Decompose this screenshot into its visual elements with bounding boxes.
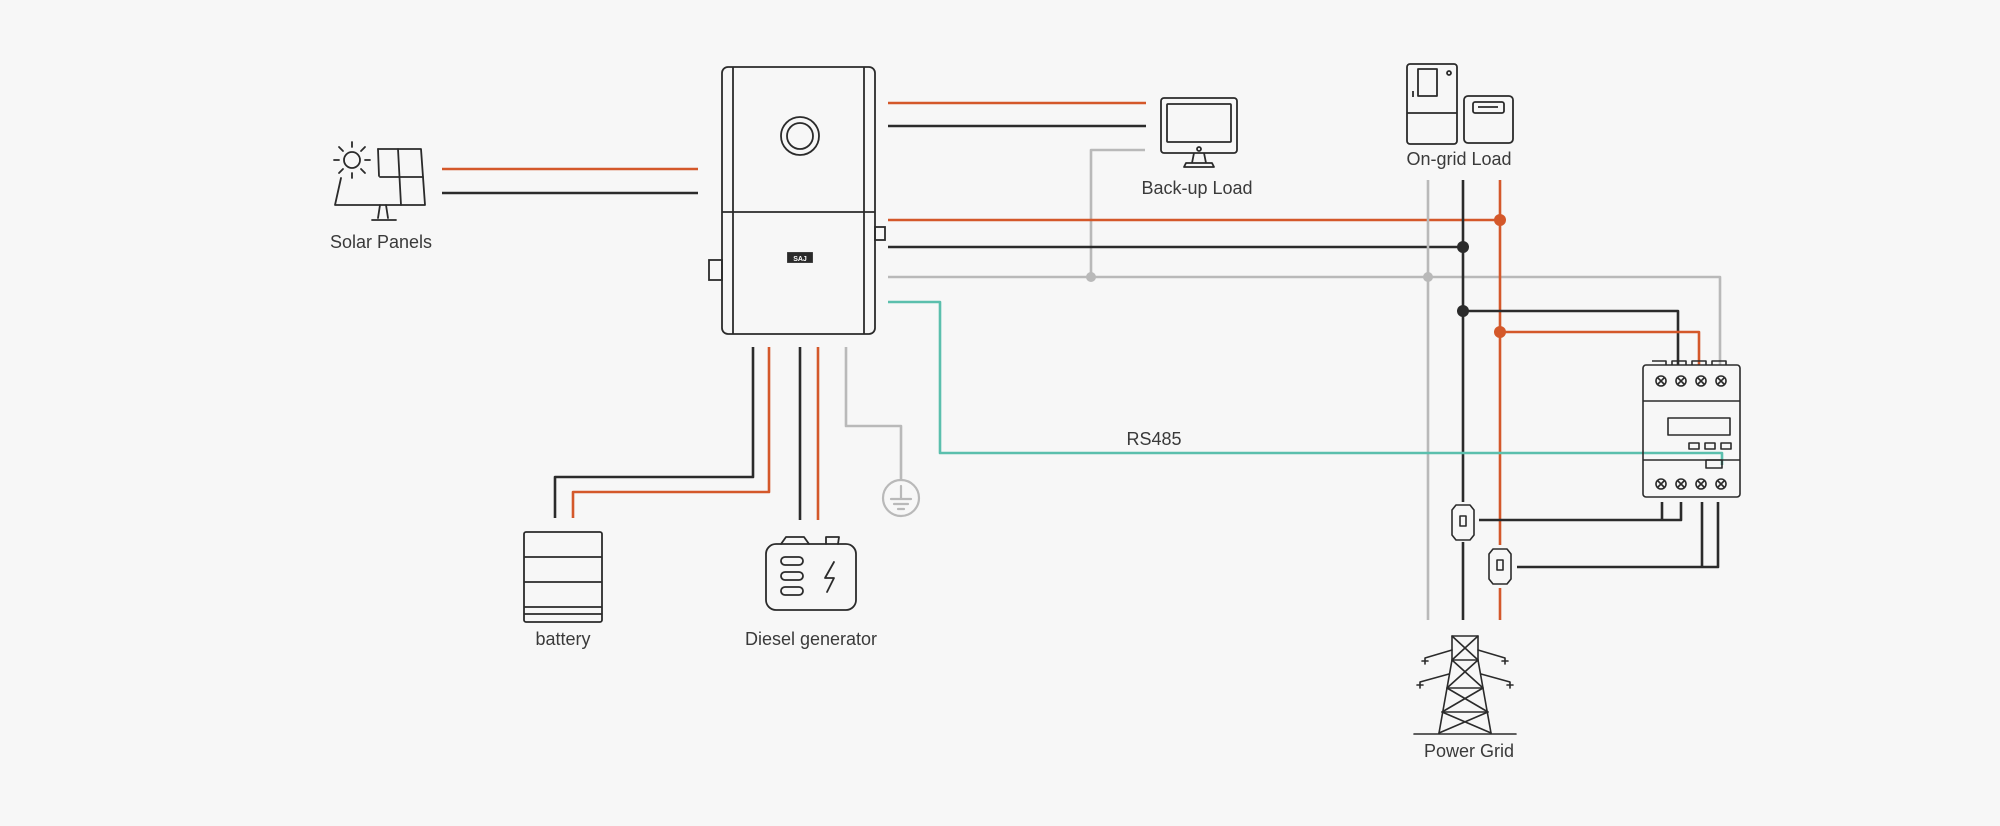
appliance-icon [1406,63,1514,145]
meter-line-feed-wire [1500,330,1701,365]
oven-icon [1463,95,1514,144]
battery-icon [523,531,603,623]
junction-dot [1457,305,1469,317]
transmission-tower-icon [1413,635,1517,735]
junction-dot [1494,214,1506,226]
diesel-generator-label: Diesel generator [745,629,877,649]
junction-dot [1457,241,1469,253]
on-grid-load-label: On-grid Load [1406,149,1511,169]
junction-dot [1086,272,1096,282]
rs485-label: RS485 [1126,429,1181,449]
battery-negative-wire [553,347,755,518]
inverter-display-ring [780,116,820,156]
junction-dots [1086,214,1506,338]
backup-load-label: Back-up Load [1141,178,1252,198]
ct-clamp-icon [1451,504,1475,541]
ct1-lead-wire [1479,502,1683,522]
inverter-side-port [708,259,723,281]
wiring [442,101,1724,620]
monitor-icon [1160,97,1238,168]
rs485-wire [888,300,1724,465]
refrigerator-icon [1406,63,1458,145]
inverter-body [721,66,876,335]
junction-dot [1494,326,1506,338]
ground-icon [881,478,921,518]
smart-meter [1642,360,1741,498]
junction-dot [1423,272,1433,282]
meter-display [1667,417,1731,436]
grid-earth-wire [888,275,1722,365]
ct2-lead-wire [1517,502,1720,569]
power-grid-label: Power Grid [1424,741,1514,761]
inverter-side-port [874,226,886,241]
brand-badge [787,252,813,263]
solar-panels-label: Solar Panels [330,232,432,252]
meter-bottom-terminals [1655,478,1727,490]
ground-wire [844,347,903,479]
meter-top-terminals [1655,375,1727,387]
solar-panel-icon [333,141,426,221]
brand-logo: SAJ [793,256,807,263]
meter-neutral-feed-wire [1463,309,1680,365]
battery-positive-wire [571,347,771,518]
ct-clamp-icon [1488,548,1512,585]
generator-icon [765,536,857,611]
inverter [708,66,886,335]
battery-label: battery [535,629,590,649]
backup-earth-wire [1089,148,1145,277]
